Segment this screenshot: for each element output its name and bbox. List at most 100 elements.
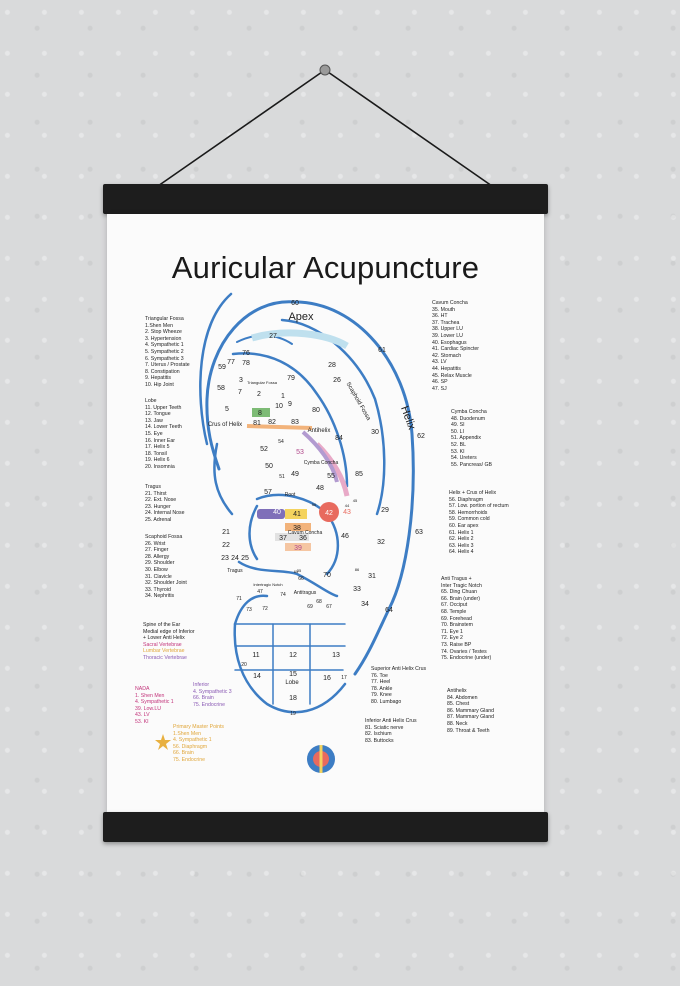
point-52: 52 <box>260 446 268 453</box>
point-58: 58 <box>217 385 225 392</box>
point-50: 50 <box>265 463 273 470</box>
point-62: 62 <box>417 433 425 440</box>
point-46: 46 <box>341 533 349 540</box>
point-43: 43 <box>343 509 351 516</box>
point-15: 15 <box>289 671 297 678</box>
point-49: 49 <box>291 471 299 478</box>
label-scaphoid-fossa: Scaphoid Fossa <box>345 381 372 422</box>
point-20: 20 <box>241 662 247 668</box>
point-78: 78 <box>242 360 250 367</box>
point-73: 73 <box>246 607 252 613</box>
point-13: 13 <box>332 652 340 659</box>
point-12: 12 <box>289 652 297 659</box>
point-16: 16 <box>323 675 331 682</box>
point-65: 65 <box>294 569 299 574</box>
label-lobe: Lobe <box>285 680 299 686</box>
star-icon <box>155 734 171 750</box>
point-63: 63 <box>415 529 423 536</box>
point-7: 7 <box>238 389 242 396</box>
ear-outline <box>199 292 415 714</box>
point-27: 27 <box>269 333 277 340</box>
point-11: 11 <box>252 652 259 659</box>
region-esophagus <box>257 509 285 519</box>
poster-title: Auricular Acupuncture <box>171 250 480 285</box>
point-23: 23 <box>221 555 229 562</box>
point-53: 53 <box>296 449 304 456</box>
point-60: 60 <box>291 300 299 307</box>
point-68: 68 <box>316 599 322 605</box>
point-39: 39 <box>294 545 302 552</box>
wall-nail <box>319 64 331 76</box>
point-2: 2 <box>257 391 261 398</box>
label-apex: Apex <box>288 311 314 323</box>
point-67: 67 <box>326 604 332 610</box>
point-42: 42 <box>325 510 333 517</box>
point-18: 18 <box>289 695 297 702</box>
point-1: 1 <box>281 393 285 400</box>
point-66: 66 <box>298 576 304 582</box>
point-9: 9 <box>288 401 292 408</box>
point-85: 85 <box>355 471 363 478</box>
region-stomach <box>319 502 339 522</box>
bottom-hanger-rail <box>103 812 548 842</box>
point-41: 41 <box>293 511 301 518</box>
point-35: 35 <box>297 568 302 573</box>
point-31: 31 <box>368 573 376 580</box>
point-26: 26 <box>333 377 341 384</box>
spine-thoracic <box>301 430 339 483</box>
label-tragus: Tragus <box>227 568 243 574</box>
point-5: 5 <box>225 406 229 413</box>
point-84: 84 <box>335 435 343 442</box>
point-56: 56 <box>312 502 317 507</box>
point-34: 34 <box>361 601 369 608</box>
label-crus-of-helix: Crus of Helix <box>208 422 242 428</box>
point-38: 38 <box>293 525 301 532</box>
point-57: 57 <box>264 489 272 496</box>
point-83: 83 <box>291 419 299 426</box>
point-19: 19 <box>290 711 296 717</box>
label-cavum-concha: Cavum Concha <box>288 530 323 536</box>
point-29: 29 <box>381 507 389 514</box>
point-21: 21 <box>222 529 230 536</box>
ear-diagram: Apex Helix Antihelix Scaphoid Fossa Crus… <box>155 292 425 773</box>
point-55: 55 <box>327 473 335 480</box>
region-upper-lu <box>285 523 311 531</box>
point-72: 72 <box>262 606 268 612</box>
point-80: 80 <box>312 407 320 414</box>
finger-band <box>251 329 349 350</box>
point-17: 17 <box>341 675 347 681</box>
point-3: 3 <box>239 377 243 384</box>
point-33: 33 <box>353 586 361 593</box>
point-8: 8 <box>258 410 262 417</box>
point-70: 70 <box>323 572 331 579</box>
region-cardiac <box>285 509 307 519</box>
point-24: 24 <box>231 555 239 562</box>
label-intertragic-notch: Intertragic Notch <box>253 582 282 587</box>
label-antihelix: Antihelix <box>308 428 331 434</box>
point-44: 44 <box>345 503 350 508</box>
point-71: 71 <box>236 596 242 602</box>
region-lower-lu <box>285 543 311 551</box>
label-root: Root <box>285 492 296 498</box>
point-numbers: 60 61 62 63 64 27 76 77 78 28 26 59 58 5… <box>217 300 425 717</box>
label-triangular-fossa: Triangular Fossa <box>247 380 278 385</box>
point-32: 32 <box>377 539 385 546</box>
label-cymba-concha: Cymba Concha <box>304 460 339 466</box>
point-14: 14 <box>253 673 261 680</box>
point-45: 45 <box>353 498 358 503</box>
point-48: 48 <box>316 485 324 492</box>
point-28: 28 <box>328 362 336 369</box>
